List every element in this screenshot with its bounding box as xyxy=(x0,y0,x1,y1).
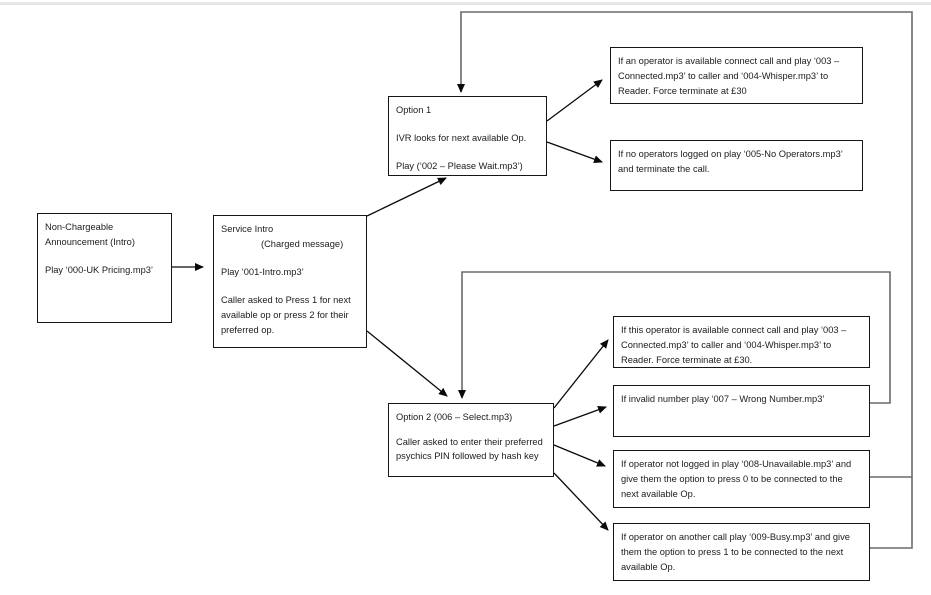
node-no-operators: If no operators logged on play ‘005-No O… xyxy=(610,140,863,191)
node-option2: Option 2 (006 – Select.mp3) Caller asked… xyxy=(388,403,554,477)
node-play-line: Play ‘000-UK Pricing.mp3’ xyxy=(45,265,153,275)
arrow-option2-to-connected xyxy=(553,339,609,409)
node-title: Service Intro xyxy=(221,224,274,234)
node-option1: Option 1 IVR looks for next available Op… xyxy=(388,96,547,176)
node-text: If invalid number play ‘007 – Wrong Numb… xyxy=(621,394,825,404)
arrow-option2-to-busy xyxy=(553,472,609,531)
node-text: If this operator is available connect ca… xyxy=(621,325,847,365)
node-body: IVR looks for next available Op. xyxy=(396,133,527,143)
page-top-rule xyxy=(0,2,931,5)
node-body: Caller asked to Press 1 for next availab… xyxy=(221,295,351,335)
node-service-intro: Service Intro (Charged message) Play ‘00… xyxy=(213,215,367,348)
node-text: If operator not logged in play ‘008-Unav… xyxy=(621,459,852,499)
arrow-option1-to-no-operators xyxy=(546,141,603,164)
node-operator-not-logged-in: If operator not logged in play ‘008-Unav… xyxy=(613,450,870,508)
node-non-chargeable-announcement: Non-Chargeable Announcement (Intro) Play… xyxy=(37,213,172,323)
arrow-service-to-option1 xyxy=(366,177,447,217)
node-this-operator-available: If this operator is available connect ca… xyxy=(613,316,870,368)
node-play-line: Play (‘002 – Please Wait.mp3’) xyxy=(396,161,523,171)
arrow-service-to-option2 xyxy=(366,330,448,397)
node-title: Option 2 (006 – Select.mp3) xyxy=(396,412,513,422)
node-title: Option 1 xyxy=(396,105,432,115)
node-text: If no operators logged on play ‘005-No O… xyxy=(618,149,843,174)
arrow-option1-to-connected xyxy=(546,79,603,122)
node-text: If operator on another call play ‘009-Bu… xyxy=(621,532,850,572)
node-text: If an operator is available connect call… xyxy=(618,56,840,96)
arrow-option2-to-invalid xyxy=(553,405,607,427)
node-operator-available: If an operator is available connect call… xyxy=(610,47,863,104)
node-invalid-number: If invalid number play ‘007 – Wrong Numb… xyxy=(613,385,870,437)
arrow-option2-to-unavailable xyxy=(553,444,606,467)
node-body: Caller asked to enter their preferred ps… xyxy=(396,437,543,461)
node-play-line: Play ‘001-Intro.mp3’ xyxy=(221,267,304,277)
node-title: Non-Chargeable Announcement (Intro) xyxy=(45,222,135,247)
node-operator-busy: If operator on another call play ‘009-Bu… xyxy=(613,523,870,581)
node-subtitle: (Charged message) xyxy=(261,239,344,249)
